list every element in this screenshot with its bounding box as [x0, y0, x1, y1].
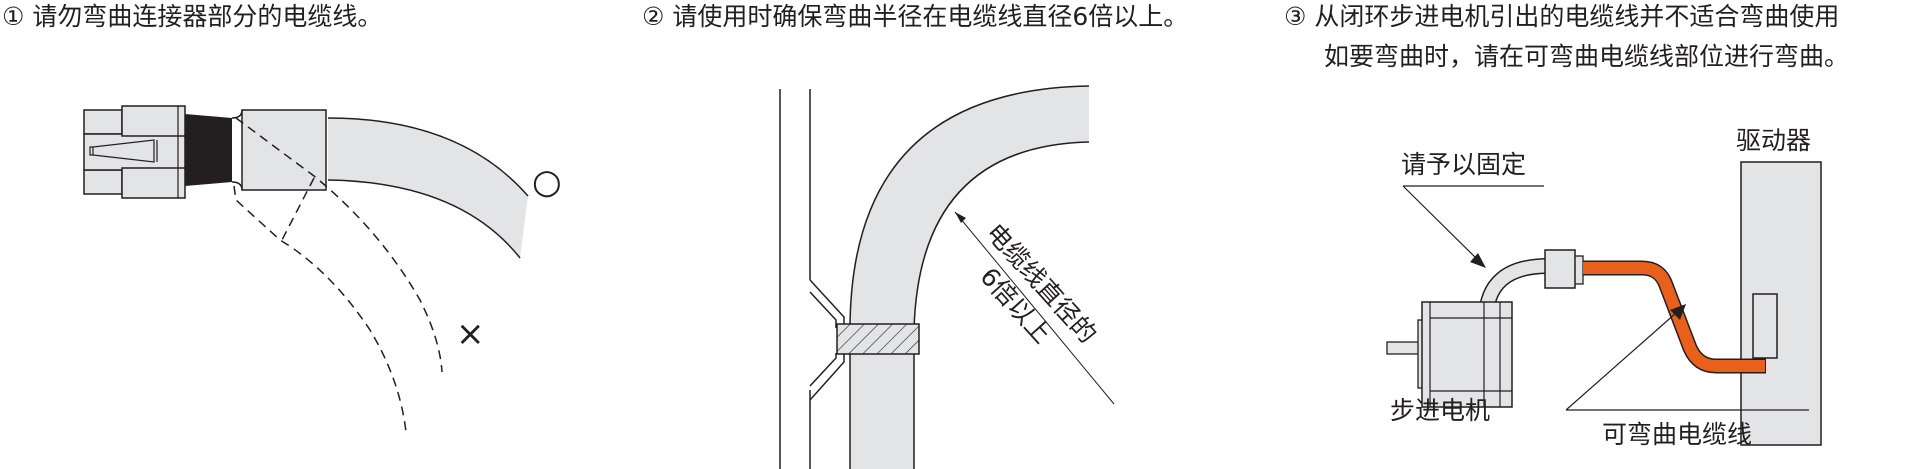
panel-1-caption: ① 请勿弯曲连接器部分的电缆线。 [2, 2, 383, 31]
panel-2-caption: ② 请使用时确保弯曲半径在电缆线直径6倍以上。 [642, 2, 1189, 31]
label-flex-cable: 可弯曲电缆线 [1602, 420, 1753, 449]
panel-3-caption-line1: ③ 从闭环步进电机引出的电缆线并不适合弯曲使用 [1284, 2, 1840, 31]
label-fix: 请予以固定 [1401, 150, 1527, 179]
label-driver: 驱动器 [1736, 126, 1812, 155]
panel-1-connector-diagram [83, 105, 529, 433]
ng-mark: × [456, 314, 485, 354]
label-motor: 步进电机 [1390, 396, 1491, 425]
ok-mark: ○ [532, 162, 562, 202]
panel-3-caption-line2: 如要弯曲时，请在可弯曲电缆线部位进行弯曲。 [1324, 42, 1850, 71]
